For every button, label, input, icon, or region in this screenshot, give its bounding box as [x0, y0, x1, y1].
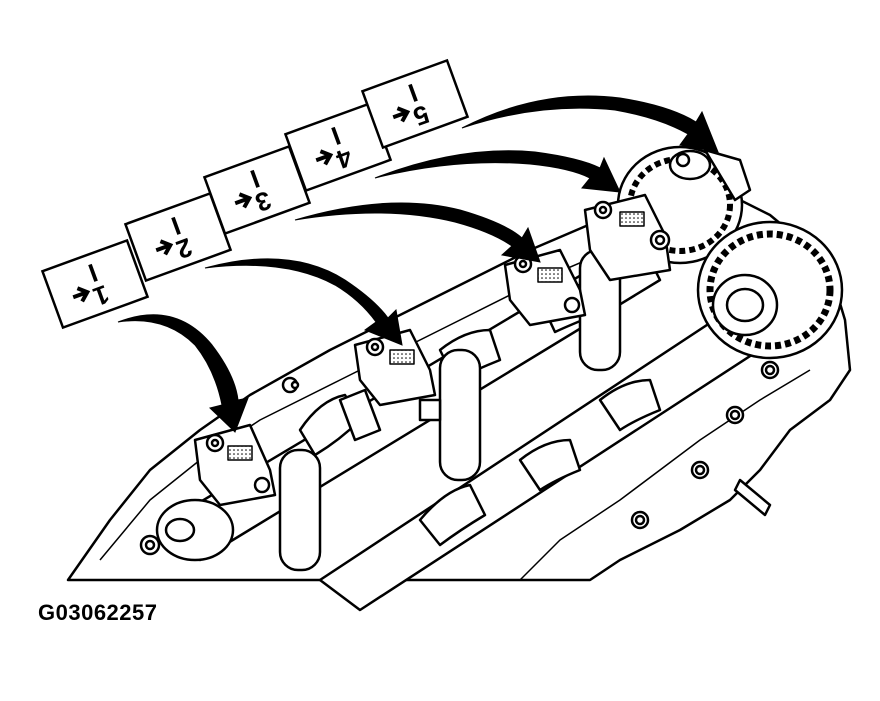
tag-4: 4 I	[283, 101, 393, 193]
lower-camshaft	[278, 248, 792, 612]
arrow-to-cap-5	[461, 95, 719, 153]
tag-arrow-icon	[315, 149, 334, 166]
cam-gear-lower	[696, 220, 844, 360]
bearing-cap-3	[503, 248, 587, 327]
figure-id: G03062257	[38, 600, 158, 625]
arrow-to-cap-2	[204, 258, 403, 346]
pointer-arrows	[117, 95, 719, 433]
bearing-cap-5	[703, 148, 752, 202]
tag-arrow-icon	[72, 286, 91, 303]
bearing-cap-2	[353, 328, 442, 422]
tag-arrow-icon	[234, 192, 253, 209]
arrow-to-cap-1	[117, 314, 249, 433]
tag-1: 1 I	[40, 238, 150, 330]
arrow-to-cap-4	[374, 150, 621, 193]
tag-arrow-icon	[392, 106, 411, 123]
tag-5: 5 I	[360, 58, 470, 150]
bearing-cap-1	[193, 423, 277, 507]
arrow-to-cap-3	[294, 202, 541, 263]
tag-arrow-icon	[155, 239, 174, 256]
bearing-cap-4	[583, 193, 672, 282]
tag-3: 3 I	[202, 144, 312, 236]
